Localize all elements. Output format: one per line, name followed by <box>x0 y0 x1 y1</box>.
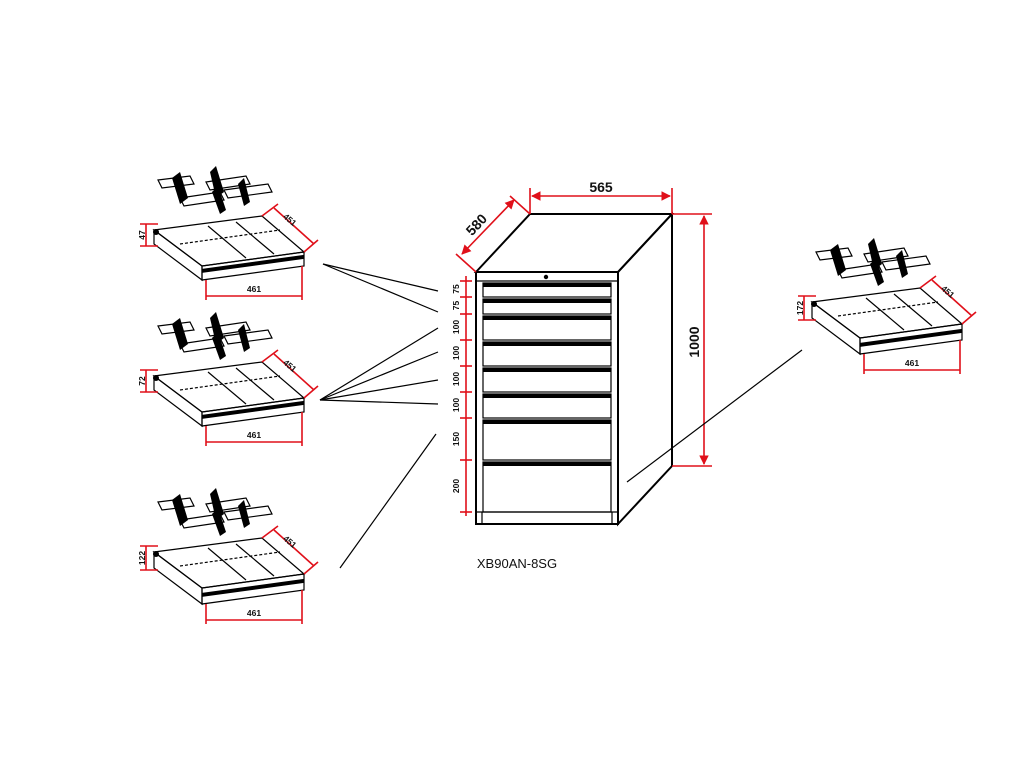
drawer-handle <box>483 368 611 372</box>
drawer-detail: 122 451 461 <box>137 488 319 624</box>
drawer-detail: 172 451 461 <box>795 238 977 374</box>
dim-height: 1000 <box>672 213 712 467</box>
drawer-height-label: 100 <box>451 320 461 334</box>
drawer-height-label: 100 <box>451 346 461 360</box>
drawer-handle <box>483 299 611 303</box>
cabinet-drawer <box>482 315 612 341</box>
cabinet-drawer <box>482 341 612 367</box>
drawer-handle <box>483 462 611 466</box>
drawer-width-label: 461 <box>247 608 261 618</box>
cabinet-top <box>473 213 675 273</box>
drawer-height-label: 72 <box>137 376 147 386</box>
drawer-detail: 47 451 461 <box>137 166 319 300</box>
cabinet-drawers <box>482 282 612 513</box>
cabinet-drawer <box>482 419 612 461</box>
drawer-width-label: 461 <box>905 358 919 368</box>
drawer-height-label: 47 <box>137 230 147 240</box>
drawer-tray <box>152 537 306 606</box>
cabinet-side <box>617 211 673 527</box>
divider-set <box>157 312 273 360</box>
drawer-handle <box>483 342 611 346</box>
drawer-handle <box>483 394 611 398</box>
drawer-height-label: 122 <box>137 551 147 565</box>
lock-icon <box>543 274 549 280</box>
drawer-detail: 72 451 461 <box>137 312 319 446</box>
drawer-height-label: 100 <box>451 372 461 386</box>
drawer-handle <box>483 283 611 287</box>
cabinet-drawer <box>482 393 612 419</box>
divider-set <box>157 488 273 536</box>
drawer-height-label: 75 <box>451 301 461 311</box>
drawer-width-label: 461 <box>247 430 261 440</box>
divider-set <box>815 238 931 286</box>
drawer-depth-label: 451 <box>281 533 299 550</box>
drawer-height-label: 100 <box>451 398 461 412</box>
leader-lines <box>319 263 803 569</box>
cabinet-depth-label: 580 <box>463 210 491 238</box>
cabinet-drawer <box>482 367 612 393</box>
dim-depth: 580 <box>455 195 531 273</box>
cabinet-drawer <box>482 298 612 315</box>
dim-drawer-heights: 75 75 100 100 100 100 150 200 <box>451 276 472 516</box>
drawer-handle <box>483 420 611 424</box>
drawer-tray <box>810 287 964 356</box>
drawer-height-label: 75 <box>451 284 461 294</box>
cabinet-drawer <box>482 461 612 513</box>
drawer-tray <box>152 215 306 282</box>
drawer-height-label: 150 <box>451 432 461 446</box>
cabinet-drawer <box>482 282 612 298</box>
divider-set <box>157 166 273 214</box>
drawer-depth-label: 451 <box>281 211 299 228</box>
drawer-details: 47 451 461 72 451 461 122 451 461 172 451 461 <box>137 166 977 624</box>
drawer-height-label: 172 <box>795 301 805 315</box>
cabinet-height-label: 1000 <box>686 326 702 357</box>
dim-width: 565 <box>529 179 673 214</box>
drawer-depth-label: 451 <box>281 357 299 374</box>
cabinet <box>473 211 675 527</box>
cabinet-width-label: 565 <box>589 179 613 195</box>
model-name: XB90AN-8SG <box>477 556 557 571</box>
drawer-depth-label: 451 <box>939 283 957 300</box>
drawer-handle <box>483 316 611 320</box>
drawer-height-label: 200 <box>451 479 461 493</box>
drawer-width-label: 461 <box>247 284 261 294</box>
drawer-tray <box>152 361 306 428</box>
